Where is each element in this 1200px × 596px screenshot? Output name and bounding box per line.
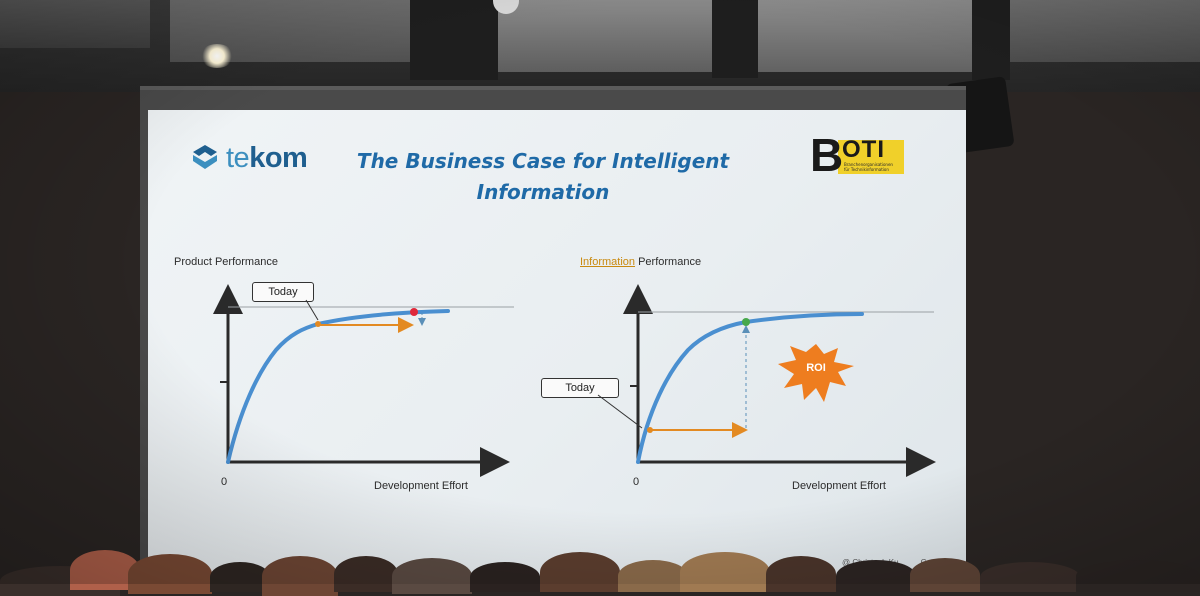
roi-star (778, 344, 854, 402)
left-chart (213, 284, 514, 477)
audience-head (392, 558, 472, 594)
left-chart-red-dot (410, 308, 418, 316)
right-chart-today-callout: Today (541, 378, 619, 398)
ceiling-tile (1010, 0, 1200, 62)
boti-logo-letters: OTI (842, 136, 885, 163)
left-chart-origin: 0 (221, 476, 228, 488)
right-chart-xlabel: Development Effort (792, 480, 886, 492)
audience-head (1076, 560, 1200, 592)
ceiling-tile (758, 0, 972, 72)
ceiling-beam (410, 0, 498, 80)
slide-title-line-1: The Business Case for Intelligent (356, 149, 730, 173)
audience-head (262, 556, 338, 596)
ceiling-tile (498, 0, 712, 72)
slide-title-line-2: Information (476, 180, 610, 204)
right-chart-ylabel-rest: Performance (638, 256, 702, 268)
tekom-logo-mark (193, 145, 217, 169)
ceiling-camera-dome (493, 0, 519, 14)
audience-head (836, 560, 916, 592)
left-chart-ylabel: Product Performance (174, 256, 278, 268)
presentation-slide: tekom The Business Case for Intelligent … (148, 110, 966, 576)
left-chart-curve (226, 309, 450, 464)
boti-logo: B OTI Branchenorganisationen für Technik… (810, 129, 920, 181)
audience-head (910, 558, 980, 592)
right-chart-ylabel: Information Performance (580, 256, 701, 268)
audience-head (618, 560, 688, 592)
ceiling-spotlight (200, 44, 234, 68)
right-chart-callout-pointer (597, 394, 643, 429)
audience-head (334, 556, 398, 592)
audience-head (128, 554, 212, 594)
right-chart-curve (636, 312, 864, 464)
slide-title: The Business Case for Intelligent Inform… (344, 146, 742, 208)
audience-head (766, 556, 836, 592)
ceiling (0, 0, 1200, 92)
boti-logo-subtitle: Branchenorganisationen für Technikinform… (844, 162, 893, 172)
audience-head (210, 562, 270, 592)
tekom-logo: tekom (190, 140, 308, 176)
right-chart-green-dot (742, 318, 750, 326)
right-chart-ylabel-highlight: Information (580, 256, 636, 268)
ceiling-beam (712, 0, 758, 78)
audience-head (680, 552, 770, 592)
audience-head (980, 562, 1080, 592)
left-chart-today-point (315, 321, 321, 327)
right-chart-origin: 0 (633, 476, 640, 488)
roi-badge-label: ROI (806, 362, 826, 374)
ceiling-tile (0, 0, 150, 48)
tekom-logo-text: tekom (226, 141, 308, 174)
audience (0, 532, 1200, 596)
boti-logo-letter: B (810, 129, 844, 181)
right-chart-today-point (647, 427, 653, 433)
right-chart (597, 284, 936, 477)
left-chart-callout-pointer (305, 299, 319, 321)
ceiling-beam (972, 0, 1010, 80)
left-chart-today-callout: Today (252, 282, 314, 302)
slide-diagrams (213, 284, 936, 477)
left-chart-xlabel: Development Effort (374, 480, 468, 492)
audience-head (540, 552, 620, 592)
boti-logo-yellow-box (838, 140, 904, 174)
audience-head (470, 562, 540, 592)
